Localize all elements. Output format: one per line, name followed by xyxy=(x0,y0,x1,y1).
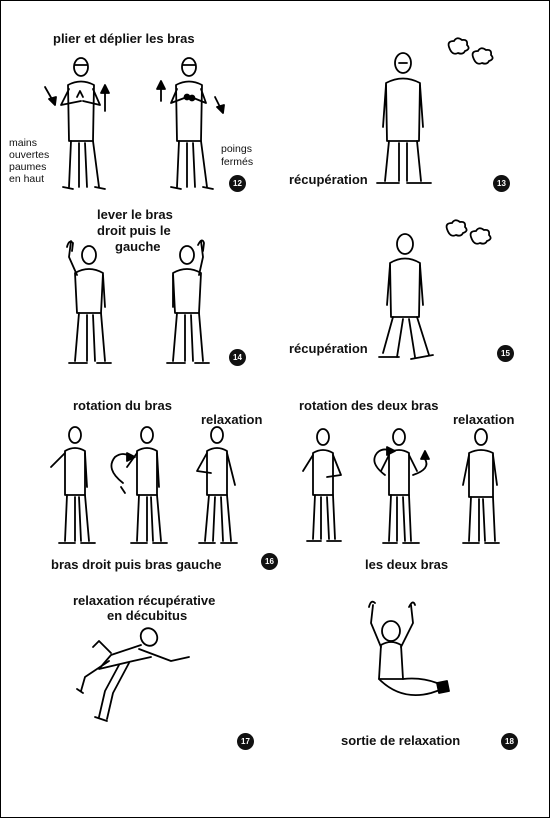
label-bend-arms: plier et déplier les bras xyxy=(53,31,195,46)
label-right-then-left: bras droit puis bras gauche xyxy=(51,557,222,572)
label-open-hands-2: ouvertes xyxy=(9,149,50,161)
label-open-hands-4: en haut xyxy=(9,173,45,185)
step-number-badge: 14 xyxy=(229,349,246,366)
figure-standing-recovery-2 xyxy=(378,233,434,360)
label-lying-relax-2: en décubitus xyxy=(107,608,188,623)
label-relaxation-2: relaxation xyxy=(453,412,515,427)
direction-arrow-icon xyxy=(44,84,110,112)
step-number-badge: 16 xyxy=(261,553,278,570)
figure-raise-arm-left xyxy=(166,239,210,364)
label-fists-2: fermés xyxy=(221,156,254,168)
figure-standing-recovery xyxy=(376,52,432,184)
label-open-hands-3: paumes xyxy=(9,161,47,173)
label-arm-rotation: rotation du bras xyxy=(73,398,172,413)
label-raise-arm-1: lever le bras xyxy=(97,207,173,222)
figure-sitting-exit xyxy=(368,600,450,697)
figure-raise-arm-right xyxy=(66,240,112,364)
rotation-arrow-icon xyxy=(373,446,430,476)
figure-bend-arms-fists xyxy=(170,57,214,190)
step-number-badge: 13 xyxy=(493,175,510,192)
label-recovery-1: récupération xyxy=(289,172,368,187)
figure-bend-arms-open xyxy=(60,57,106,190)
label-exit-relaxation: sortie de relaxation xyxy=(341,733,461,748)
figure-relaxation-2 xyxy=(462,428,500,544)
label-both-arms: les deux bras xyxy=(365,557,449,572)
figure-lying-relaxation xyxy=(76,627,190,722)
rotation-arrow-icon xyxy=(110,452,136,494)
direction-arrow-icon xyxy=(156,80,225,114)
step-number-badge: 18 xyxy=(501,733,518,750)
step-number-badge: 12 xyxy=(229,175,246,192)
label-both-arms-rotation: rotation des deux bras xyxy=(299,398,439,413)
figure-both-arms-rotation-2 xyxy=(380,428,420,544)
label-raise-arm-2: droit puis le xyxy=(97,223,171,238)
figure-relaxation-1 xyxy=(196,426,238,544)
label-open-hands-1: mains xyxy=(9,137,38,149)
label-relaxation-1: relaxation xyxy=(201,412,263,427)
figure-both-arms-rotation-1 xyxy=(302,428,342,542)
figure-arm-rotation-1 xyxy=(50,426,96,544)
label-lying-relax-1: relaxation récupérative xyxy=(73,593,216,608)
label-recovery-2: récupération xyxy=(289,341,368,356)
figure-arm-rotation-2 xyxy=(126,426,168,544)
label-raise-arm-3: gauche xyxy=(115,239,161,254)
label-fists-1: poings xyxy=(221,143,252,155)
breath-cloud-icon xyxy=(447,37,494,65)
step-number-badge: 15 xyxy=(497,345,514,362)
breath-cloud-icon xyxy=(445,219,492,245)
step-number-badge: 17 xyxy=(237,733,254,750)
